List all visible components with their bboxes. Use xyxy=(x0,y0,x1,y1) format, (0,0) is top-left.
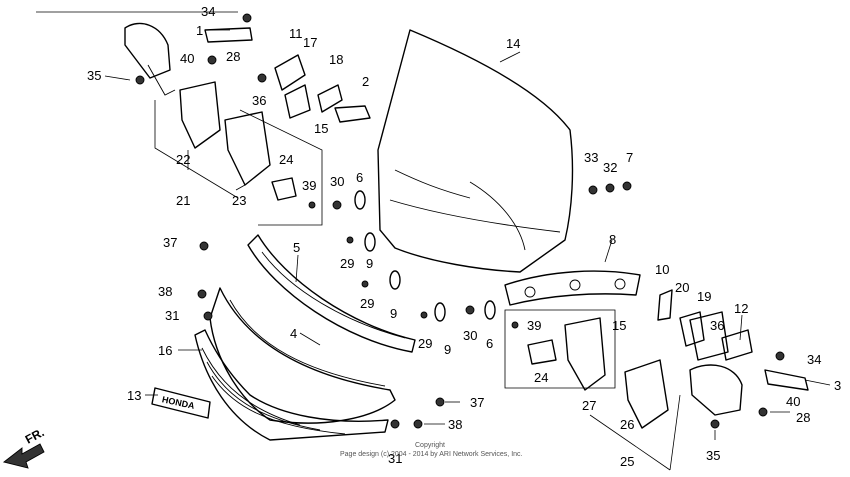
callout-29-b: 29 xyxy=(360,296,374,311)
callout-23: 23 xyxy=(232,193,246,208)
callout-10: 10 xyxy=(655,262,669,277)
callout-34-left: 34 xyxy=(201,4,215,19)
grille xyxy=(194,329,389,441)
copyright: Copyright Page design (c) 2004 - 2014 by… xyxy=(340,442,523,458)
callout-30-lower: 30 xyxy=(463,328,477,343)
group-outline-right xyxy=(504,309,681,471)
callout-36-right: 36 xyxy=(710,318,724,333)
callout-29-a: 29 xyxy=(340,256,354,271)
callout-35-left: 35 xyxy=(87,68,101,83)
callout-6-upper: 6 xyxy=(356,170,363,185)
leader-lines xyxy=(36,11,831,440)
callout-20: 20 xyxy=(675,280,689,295)
callout-27: 27 xyxy=(582,398,596,413)
callout-32: 32 xyxy=(603,160,617,175)
callout-21: 21 xyxy=(176,193,190,208)
windscreen xyxy=(377,29,574,273)
callout-19: 19 xyxy=(697,289,711,304)
small-parts xyxy=(135,13,809,429)
callout-24-left: 24 xyxy=(279,152,293,167)
left-bracket-23 xyxy=(224,111,271,186)
left-mirror xyxy=(124,22,176,96)
callout-15-left: 15 xyxy=(314,121,328,136)
callout-36-left: 36 xyxy=(252,93,266,108)
callout-26: 26 xyxy=(620,417,634,432)
callout-8: 8 xyxy=(609,232,616,247)
callout-16: 16 xyxy=(158,343,172,358)
upper-garnish xyxy=(247,234,416,353)
callout-28-right: 28 xyxy=(796,410,810,425)
callout-9-c: 9 xyxy=(444,342,451,357)
group-outline-left xyxy=(154,100,323,226)
callout-37-right: 37 xyxy=(470,395,484,410)
callout-labels: 34 1 40 28 35 11 17 18 2 36 15 14 22 21 … xyxy=(87,4,841,469)
callout-6-lower: 6 xyxy=(486,336,493,351)
callout-33: 33 xyxy=(584,150,598,165)
callout-40-right: 40 xyxy=(786,394,800,409)
callout-31-right: 31 xyxy=(388,451,402,466)
right-mirror xyxy=(689,364,743,416)
callout-34-right: 34 xyxy=(807,352,821,367)
windscreen-bracket xyxy=(504,270,641,306)
callout-1: 1 xyxy=(196,23,203,38)
callout-17: 17 xyxy=(303,35,317,50)
right-bracket-26 xyxy=(624,359,669,429)
callout-29-c: 29 xyxy=(418,336,432,351)
direction-label: FR. xyxy=(23,425,47,446)
callout-39-right: 39 xyxy=(527,318,541,333)
copyright-line-2: Page design (c) 2004 - 2014 by ARI Netwo… xyxy=(340,451,523,458)
callout-15-right: 15 xyxy=(612,318,626,333)
callout-40-left: 40 xyxy=(180,51,194,66)
right-garnish-27 xyxy=(564,317,606,391)
emblem: HONDA xyxy=(151,387,211,419)
callout-35-right: 35 xyxy=(706,448,720,463)
callout-38-right: 38 xyxy=(448,417,462,432)
callout-22: 22 xyxy=(176,152,190,167)
callout-24-right: 24 xyxy=(534,370,548,385)
callout-31-left: 31 xyxy=(165,308,179,323)
callout-13: 13 xyxy=(127,388,141,403)
callout-9-b: 9 xyxy=(390,306,397,321)
front-arrow: FR. xyxy=(2,425,47,469)
callout-39-left: 39 xyxy=(302,178,316,193)
lower-cowl xyxy=(209,287,396,424)
callout-12: 12 xyxy=(734,301,748,316)
callout-18: 18 xyxy=(329,52,343,67)
callout-7: 7 xyxy=(626,150,633,165)
callout-9-a: 9 xyxy=(366,256,373,271)
callout-5: 5 xyxy=(293,240,300,255)
left-bracket-22 xyxy=(179,81,221,149)
callout-3: 3 xyxy=(834,378,841,393)
copyright-line-1: Copyright xyxy=(415,442,445,449)
callout-11: 11 xyxy=(289,26,303,41)
callout-25: 25 xyxy=(620,454,634,469)
callout-2: 2 xyxy=(362,74,369,89)
callout-37-left: 37 xyxy=(163,235,177,250)
callout-14: 14 xyxy=(506,36,520,51)
callout-30-upper: 30 xyxy=(330,174,344,189)
callout-38-left: 38 xyxy=(158,284,172,299)
callout-28-left: 28 xyxy=(226,49,240,64)
callout-4: 4 xyxy=(290,326,297,341)
